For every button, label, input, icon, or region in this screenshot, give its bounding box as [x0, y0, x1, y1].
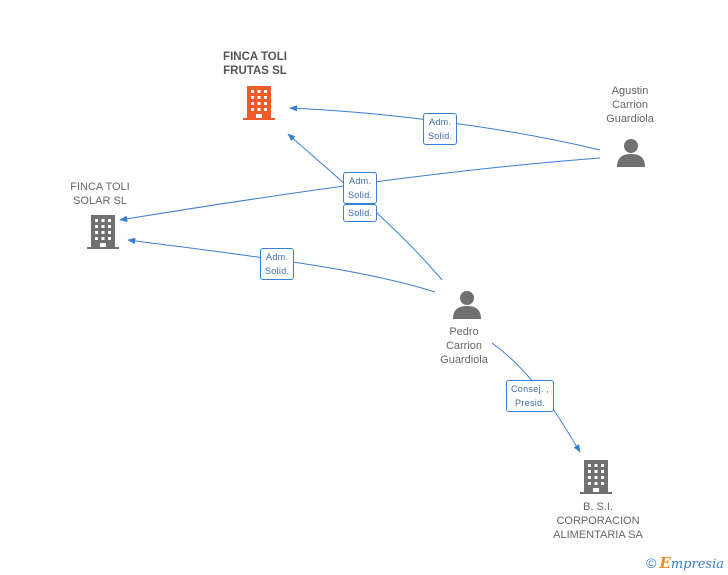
person-icon[interactable] [616, 137, 646, 172]
edge-label-agustin-solar: Adm. Solid. [343, 172, 378, 204]
building-icon[interactable] [580, 460, 612, 499]
building-icon[interactable] [243, 86, 275, 125]
edge-pedro-solar [127, 237, 436, 293]
edge-label-agustin-frutas: Adm. Solid. [423, 113, 458, 145]
node-label-finca-toli-solar[interactable]: FINCA TOLI SOLAR SL [70, 181, 130, 207]
empresia-logo: Empresia [659, 554, 724, 572]
node-label-pedro[interactable]: Pedro Carrion Guardiola [440, 326, 488, 366]
node-label-bsi[interactable]: B. S.I. CORPORACION ALIMENTARIA SA [553, 501, 643, 541]
copyright-icon: © [646, 555, 657, 571]
empresia-watermark: © Empresia [646, 554, 724, 572]
node-label-finca-toli-frutas[interactable]: FINCA TOLI FRUTAS SL [223, 51, 287, 77]
edge-label-pedro-solar: Adm. Solid. [260, 248, 295, 280]
edge-label-pedro-frutas: Solid. [343, 204, 378, 222]
edge-label-pedro-bsi: Consej. , Presid. [506, 380, 555, 412]
node-label-agustin[interactable]: Agustin Carrion Guardiola [606, 85, 654, 125]
person-icon[interactable] [452, 289, 482, 324]
building-icon[interactable] [87, 215, 119, 254]
